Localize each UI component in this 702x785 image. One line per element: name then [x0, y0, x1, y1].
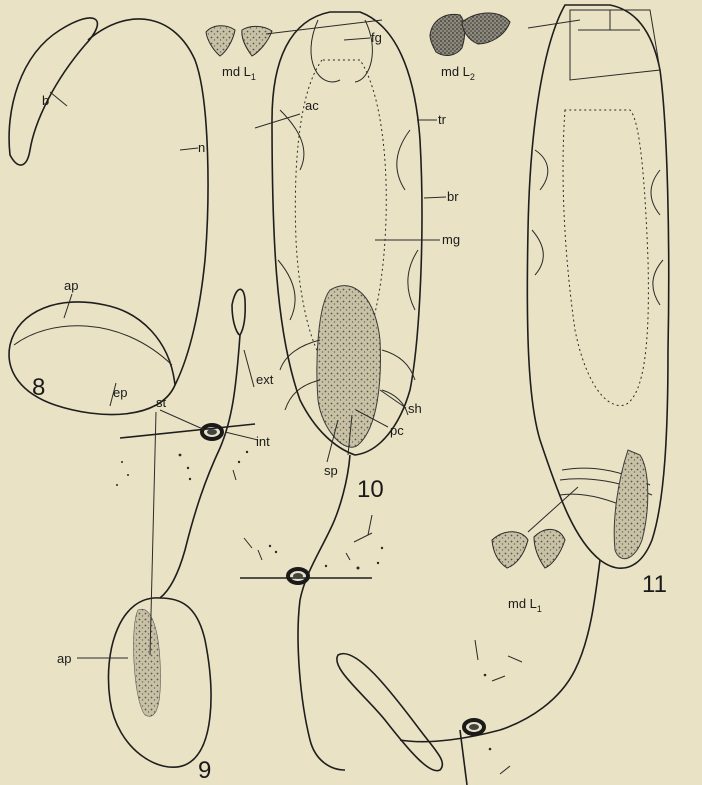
label-ep: ep — [113, 385, 127, 400]
mandible-l1-right — [242, 26, 272, 56]
mandible-l1-fig11-right — [534, 529, 565, 568]
label-sp: sp — [324, 463, 338, 478]
label-b: b — [42, 93, 49, 108]
mandible-l2-left — [430, 14, 465, 55]
mandible-l2-right — [462, 13, 510, 44]
label-sh: sh — [408, 401, 422, 416]
label-pc: pc — [390, 423, 404, 438]
label-int: int — [256, 434, 270, 449]
label-n: n — [198, 140, 205, 155]
label-md-l2: md L2 — [441, 64, 475, 82]
label-md-l1-fig11: md L1 — [508, 596, 542, 614]
figure-8-drawing — [9, 18, 208, 415]
label-md-l1: md L1 — [222, 64, 256, 82]
figure-10-drawing — [240, 12, 442, 771]
label-br: br — [447, 189, 459, 204]
label-ap-fig8: ap — [64, 278, 78, 293]
label-ext: ext — [256, 372, 274, 387]
label-mg: mg — [442, 232, 460, 247]
label-ap-fig9: ap — [57, 651, 71, 666]
figure-number-10: 10 — [357, 476, 384, 503]
label-st: st — [156, 395, 167, 410]
mandible-l1-fig11-left — [492, 532, 528, 568]
figure-number-11: 11 — [642, 571, 667, 598]
figure-9-drawing — [108, 289, 255, 767]
figure-number-8: 8 — [32, 374, 45, 401]
figure-number-9: 9 — [198, 757, 211, 784]
label-tr: tr — [438, 112, 447, 127]
label-ac: ac — [305, 98, 319, 113]
mandible-l1-left — [206, 26, 235, 56]
label-fg: fg — [371, 30, 382, 45]
